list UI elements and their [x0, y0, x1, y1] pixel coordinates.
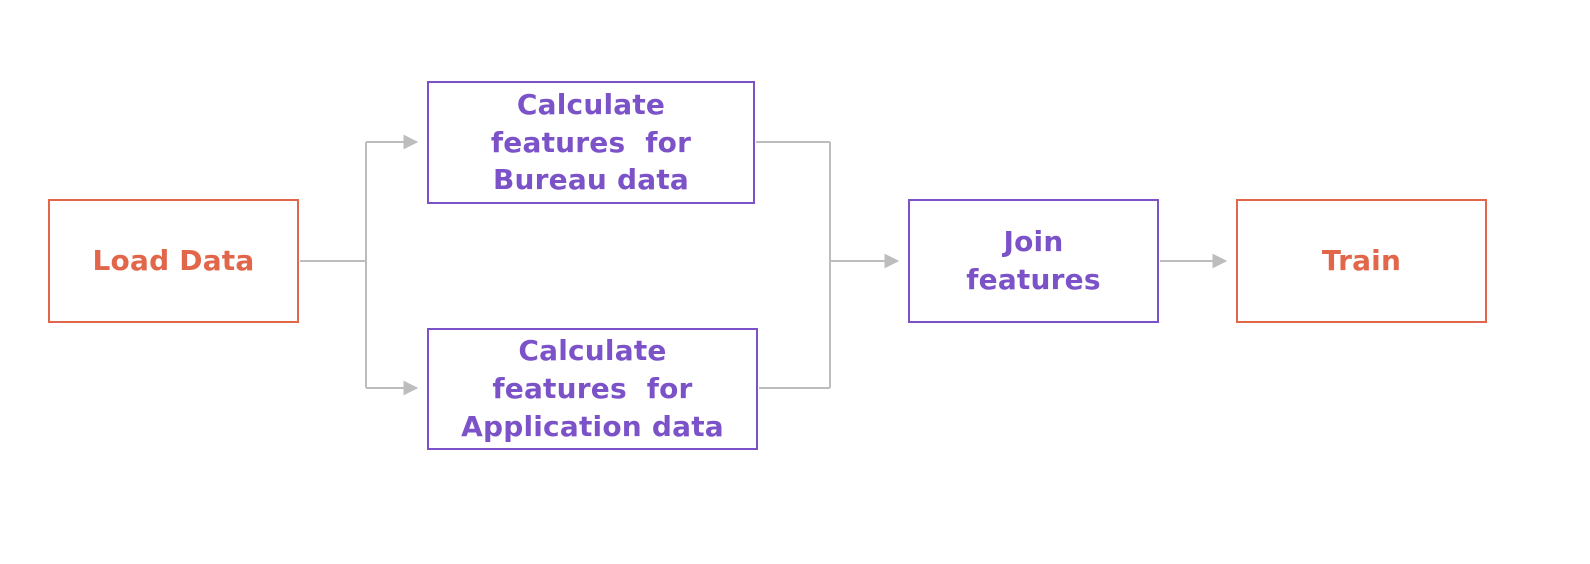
node-join-features-label: Join features [966, 223, 1100, 299]
node-load-data-label: Load Data [93, 242, 255, 280]
node-calc-features-bureau: Calculate features for Bureau data [427, 81, 755, 204]
node-label-line: Train [1321, 244, 1402, 278]
node-label-line: Bureau data [492, 163, 690, 197]
node-label-line: Application data [461, 409, 724, 443]
node-join-features: Join features [908, 199, 1159, 323]
node-label-line: features for [490, 125, 692, 159]
node-calc-features-application-label: Calculate features for Application data [461, 332, 724, 445]
node-label-line: Join [1003, 225, 1064, 259]
node-label-line: features [966, 263, 1101, 296]
node-label-line: Load Data [92, 244, 255, 278]
node-train: Train [1236, 199, 1487, 323]
node-label-line: features for [492, 372, 693, 406]
node-label-line: Calculate [516, 87, 666, 121]
node-label-line: Calculate [518, 334, 667, 368]
node-calc-features-application: Calculate features for Application data [427, 328, 758, 450]
node-calc-features-bureau-label: Calculate features for Bureau data [491, 86, 691, 199]
node-load-data: Load Data [48, 199, 299, 323]
node-train-label: Train [1322, 242, 1401, 280]
